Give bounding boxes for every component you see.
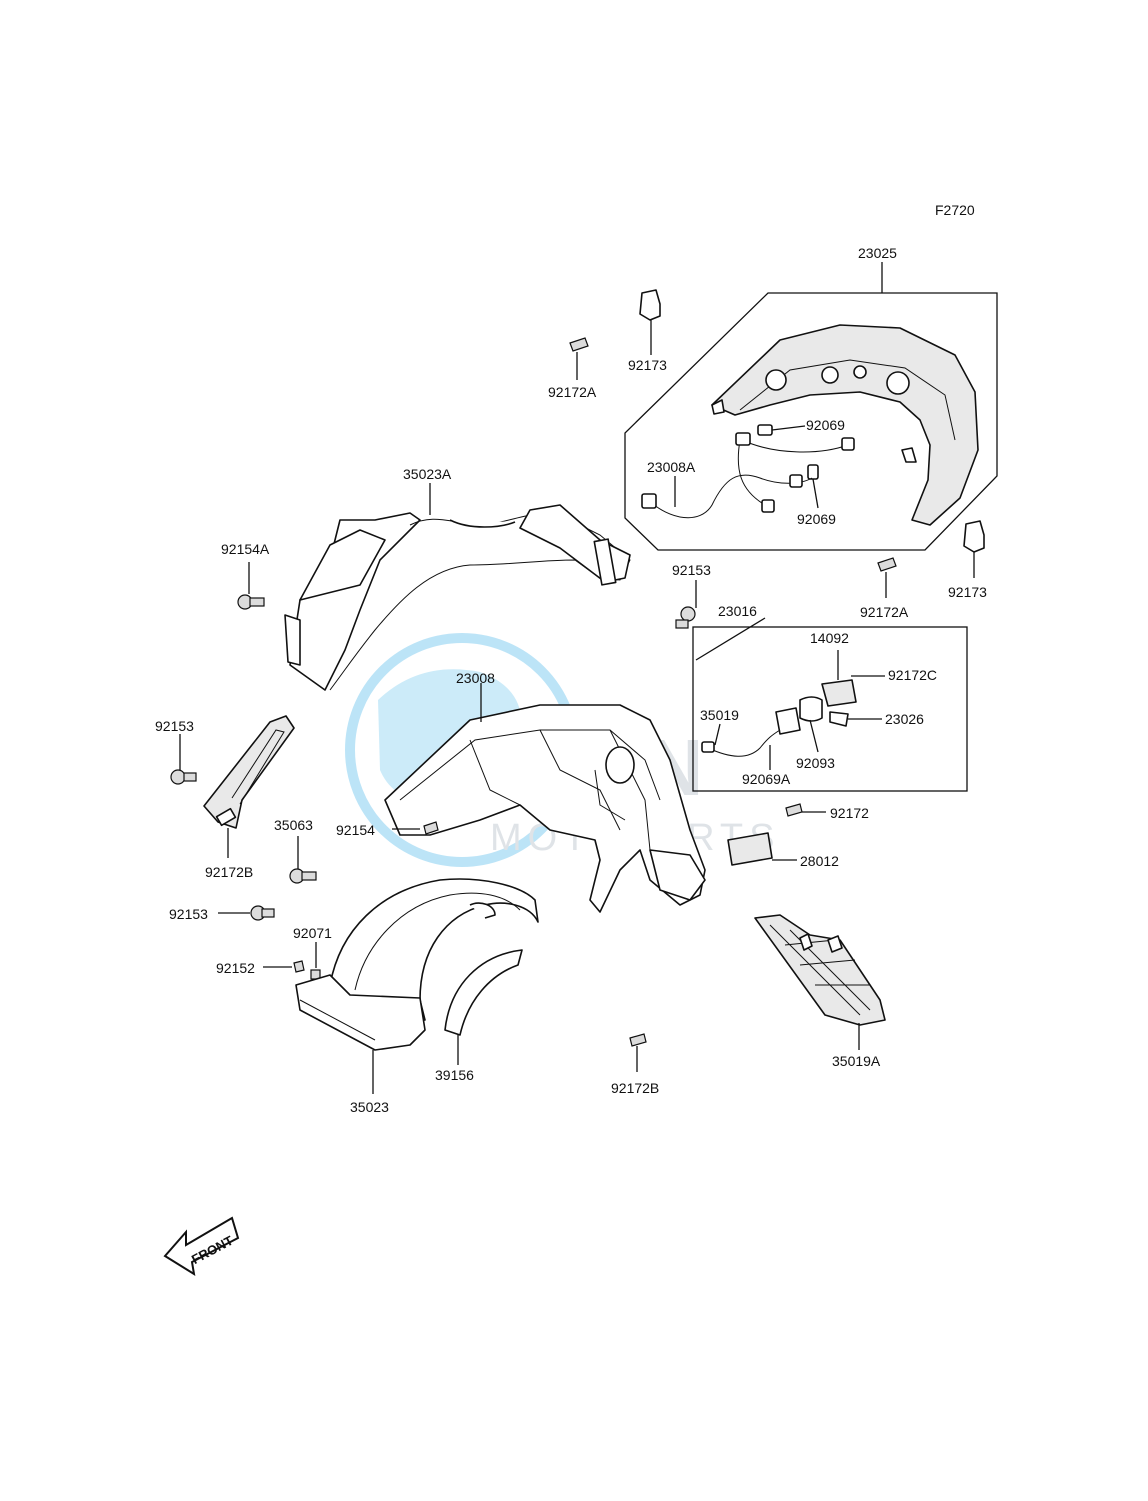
callout-92069A[interactable]: 92069A: [742, 771, 791, 787]
bolt-92153-a: [675, 606, 696, 629]
clip-92173-b: [963, 520, 985, 553]
callout-39156[interactable]: 39156: [435, 1067, 474, 1083]
screw-92172: [785, 803, 803, 817]
bracket-23026: [829, 711, 849, 727]
callout-92173-b[interactable]: 92173: [948, 584, 987, 600]
callout-92152[interactable]: 92152: [216, 960, 255, 976]
callout-92154[interactable]: 35063: [274, 817, 313, 833]
callout-28012[interactable]: 28012: [800, 853, 839, 869]
callout-92172C[interactable]: 92172C: [888, 667, 937, 683]
callout-92172[interactable]: 92172: [830, 805, 869, 821]
callout-23026[interactable]: 23026: [885, 711, 924, 727]
lens-14092: [821, 679, 857, 707]
bolt-92154A: [237, 594, 265, 610]
gasket-92093: [799, 696, 823, 722]
callout-23016[interactable]: 23016: [718, 603, 757, 619]
bulb-92069-b: [807, 464, 819, 480]
inner-fender-35023A: [284, 504, 631, 691]
lower-cover-35019A: [754, 914, 886, 1026]
callout-92172A-b[interactable]: 92172A: [860, 604, 909, 620]
callout-35063[interactable]: 92172B: [205, 864, 253, 880]
callout-92071[interactable]: 92071: [293, 925, 332, 941]
callout-92093[interactable]: 92093: [796, 755, 835, 771]
group-box-23016: [692, 626, 968, 792]
socket-92069A: [775, 707, 801, 735]
screw-92172A-b: [877, 557, 897, 572]
callout-92153-b[interactable]: 92153: [155, 718, 194, 734]
bracket-35063: [203, 715, 295, 829]
callout-35019A[interactable]: 35019A: [832, 1053, 881, 1069]
reflector-28012: [727, 832, 773, 866]
callout-23008A[interactable]: 23008A: [647, 459, 696, 475]
callout-35019[interactable]: 23008: [456, 670, 495, 686]
callout-92153-c[interactable]: 92153: [169, 906, 208, 922]
wire-23008: [707, 729, 781, 757]
front-arrow: FRONT: [163, 1216, 240, 1277]
strip-39156: [444, 949, 523, 1036]
bulb-92069-a: [757, 424, 773, 436]
callout-35023A[interactable]: 35023A: [403, 466, 452, 482]
callout-92172B-b[interactable]: 92172B: [611, 1080, 659, 1096]
callout-92172B-a[interactable]: 92154: [336, 822, 375, 838]
wire-harness-23008A: [647, 474, 813, 519]
callout-92154A[interactable]: 92154A: [221, 541, 270, 557]
callout-92069-b[interactable]: 92069: [797, 511, 836, 527]
callout-92172A-a[interactable]: 92172A: [548, 384, 597, 400]
callout-23008[interactable]: 35019: [700, 707, 739, 723]
license-light-group: 23016 14092 92172C 92093 23026 35019 920…: [692, 603, 968, 792]
group-box-23025: [624, 292, 998, 551]
callout-23025[interactable]: 23025: [858, 245, 897, 261]
screw-92172A-a: [569, 337, 589, 352]
screw-92172B-a: [423, 821, 439, 835]
clip-92173-a: [639, 289, 661, 321]
callout-92173-a[interactable]: 92173: [628, 357, 667, 373]
bolt-92152: [293, 960, 305, 973]
bolt-92154: [289, 868, 317, 884]
callout-92153-a[interactable]: 92153: [672, 562, 711, 578]
bolt-92153-c: [250, 905, 275, 921]
callout-14092[interactable]: 14092: [810, 630, 849, 646]
callout-92069-a[interactable]: 92069: [806, 417, 845, 433]
bolt-92153-b: [170, 769, 197, 785]
callout-35023[interactable]: 35023: [350, 1099, 389, 1115]
rear-fender-35023: [295, 878, 539, 1051]
rear-cover-35019: [384, 704, 706, 913]
figure-code: F2720: [935, 202, 975, 218]
screw-92172B-b: [629, 1033, 647, 1047]
taillight-assembly-group: 23025 92069 92069 23008A: [624, 245, 998, 551]
